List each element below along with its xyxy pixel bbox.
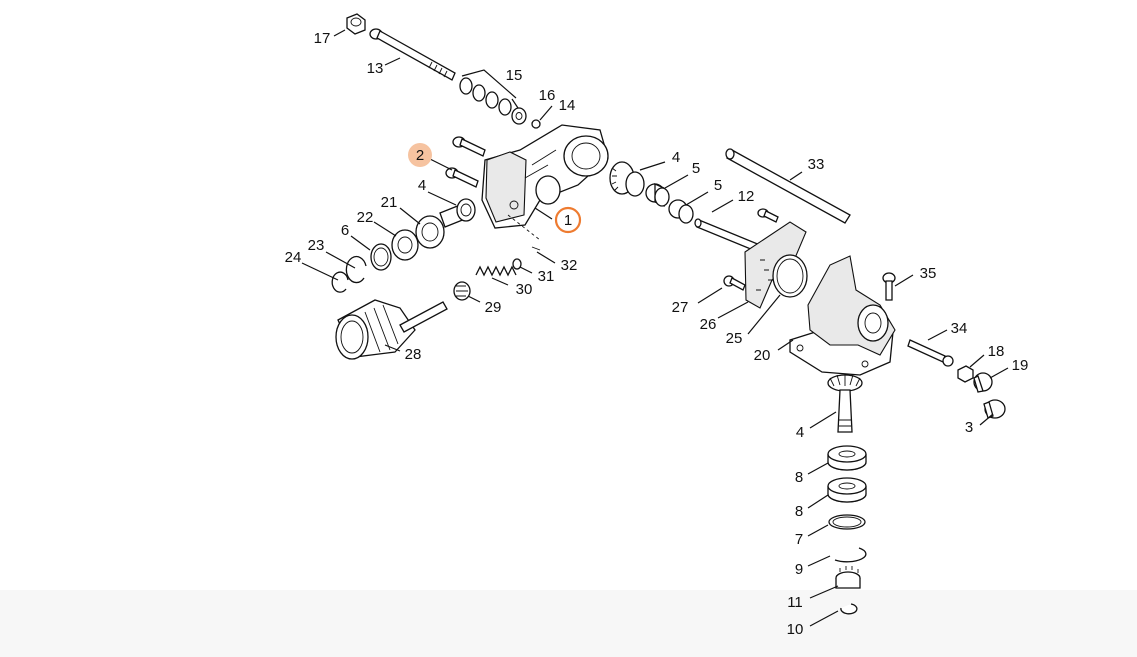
callout-12[interactable]: 12 <box>738 188 755 205</box>
part-29-sleeve <box>453 281 471 301</box>
callout-6[interactable]: 6 <box>341 222 349 239</box>
part-5-sleeve-b <box>668 199 694 224</box>
part-10-circlip <box>840 603 858 615</box>
part-21-bearing <box>415 215 445 249</box>
part-30-spring <box>475 265 517 277</box>
part-28-handle <box>335 299 448 360</box>
part-4-bevel-gear-lower <box>827 374 863 433</box>
part-22-bearing <box>391 229 419 261</box>
part-31-ring <box>512 258 522 270</box>
part-24-circlip <box>331 271 349 293</box>
callout-34[interactable]: 34 <box>951 320 968 337</box>
callout-1[interactable]: 1 <box>564 212 572 229</box>
callout-8-b[interactable]: 8 <box>795 503 803 520</box>
part-9-circlip <box>834 547 867 563</box>
part-25-ring <box>772 254 808 298</box>
part-16-washer <box>511 107 527 125</box>
callout-15[interactable]: 15 <box>506 67 523 84</box>
part-1-gear-housing <box>481 124 609 241</box>
callout-25[interactable]: 25 <box>726 330 743 347</box>
callout-16[interactable]: 16 <box>539 87 556 104</box>
part-27-bolt <box>723 275 746 291</box>
callout-17[interactable]: 17 <box>314 30 331 47</box>
callout-23[interactable]: 23 <box>308 237 325 254</box>
callout-10[interactable]: 10 <box>787 621 804 638</box>
callout-2[interactable]: 2 <box>416 147 424 164</box>
callout-24[interactable]: 24 <box>285 249 302 266</box>
callout-20[interactable]: 20 <box>754 347 771 364</box>
part-4-gear-shaft-left <box>439 198 476 228</box>
callout-27[interactable]: 27 <box>672 299 689 316</box>
callout-33[interactable]: 33 <box>808 156 825 173</box>
callout-18[interactable]: 18 <box>988 343 1005 360</box>
callout-1-highlight <box>554 206 582 234</box>
callout-11[interactable]: 11 <box>787 594 803 611</box>
part-6-ring <box>370 243 392 271</box>
part-13-bolt <box>369 28 456 81</box>
callout-31[interactable]: 31 <box>538 268 555 285</box>
part-2-screws <box>445 136 486 188</box>
callout-35[interactable]: 35 <box>920 265 937 282</box>
callout-30[interactable]: 30 <box>516 281 533 298</box>
part-34-screw <box>907 339 954 367</box>
callout-2-highlight <box>408 143 432 167</box>
part-20-gearhead <box>789 255 896 376</box>
callout-5-a[interactable]: 5 <box>692 160 700 177</box>
callout-4-top[interactable]: 4 <box>672 149 680 166</box>
callout-32[interactable]: 32 <box>561 257 578 274</box>
part-11-pinion <box>835 566 861 589</box>
part-12-screw-small <box>757 208 779 223</box>
leader-lines <box>301 29 1009 627</box>
part-14-ring <box>531 119 541 129</box>
callout-9[interactable]: 9 <box>795 561 803 578</box>
part-12-pin <box>694 218 761 253</box>
bottom-shade <box>0 590 1137 657</box>
part-18-nut <box>957 365 974 383</box>
callout-5-b[interactable]: 5 <box>714 177 722 194</box>
part-3-plug <box>983 399 1006 419</box>
part-7-ring <box>828 514 866 530</box>
callout-labels: 1 2 3 4 4 4 5 5 6 7 8 8 9 10 11 12 13 14… <box>285 30 1029 638</box>
callout-4-lower[interactable]: 4 <box>796 424 804 441</box>
part-32-pin <box>531 246 541 251</box>
part-15-washers <box>459 69 517 116</box>
part-8-bearing-b <box>827 477 867 503</box>
callout-28[interactable]: 28 <box>405 346 422 363</box>
callout-14[interactable]: 14 <box>559 97 576 114</box>
callout-22[interactable]: 22 <box>357 209 374 226</box>
callout-21[interactable]: 21 <box>381 194 398 211</box>
callout-3[interactable]: 3 <box>965 419 973 436</box>
part-33-rod <box>725 148 851 224</box>
part-8-bearing-a <box>827 445 867 471</box>
callout-7[interactable]: 7 <box>795 531 803 548</box>
part-23-circlip <box>345 255 367 284</box>
callout-8-a[interactable]: 8 <box>795 469 803 486</box>
callout-4-left[interactable]: 4 <box>418 177 426 194</box>
callout-19[interactable]: 19 <box>1012 357 1029 374</box>
part-5-sleeve-a <box>645 182 670 208</box>
part-35-screw <box>882 272 896 301</box>
callout-29[interactable]: 29 <box>485 299 502 316</box>
part-4-bevel-gear-top <box>609 161 645 197</box>
callout-26[interactable]: 26 <box>700 316 717 333</box>
callout-13[interactable]: 13 <box>367 60 384 77</box>
part-17-nut <box>346 13 366 35</box>
part-19-plug <box>973 372 993 393</box>
